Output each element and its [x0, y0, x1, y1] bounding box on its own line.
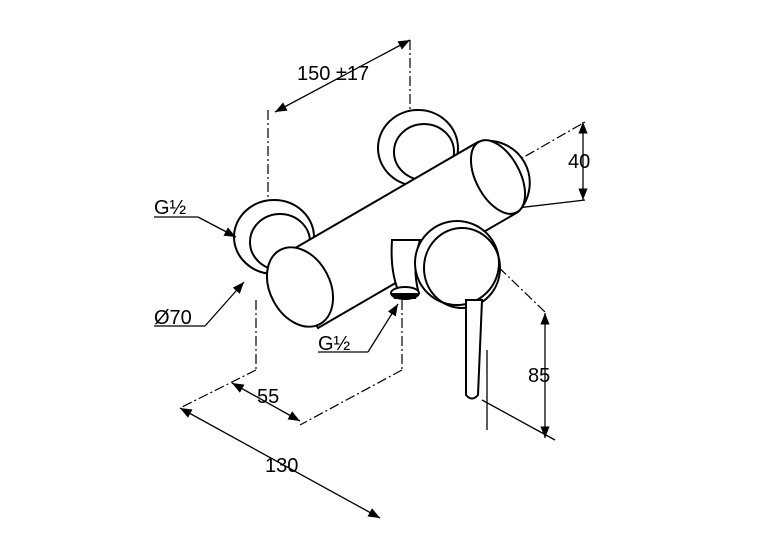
dim-height-outlet-label: 85 — [528, 365, 550, 387]
dim-spacing-label: 150 ±17 — [297, 63, 369, 85]
thread-outlet-label: G½ — [318, 333, 351, 355]
mixer-body — [265, 139, 531, 330]
thread-inlet-label: G½ — [154, 197, 187, 219]
outlet-nozzle — [390, 239, 422, 300]
dim-height-top-label: 40 — [568, 151, 590, 173]
lever-hub — [414, 220, 501, 309]
dim-diameter-label: Ø70 — [154, 307, 192, 329]
dim-depth-body-label: 55 — [257, 386, 279, 408]
dimension-lines — [154, 39, 588, 519]
lever-handle — [465, 299, 484, 400]
dim-depth-total-label: 130 — [265, 455, 298, 477]
